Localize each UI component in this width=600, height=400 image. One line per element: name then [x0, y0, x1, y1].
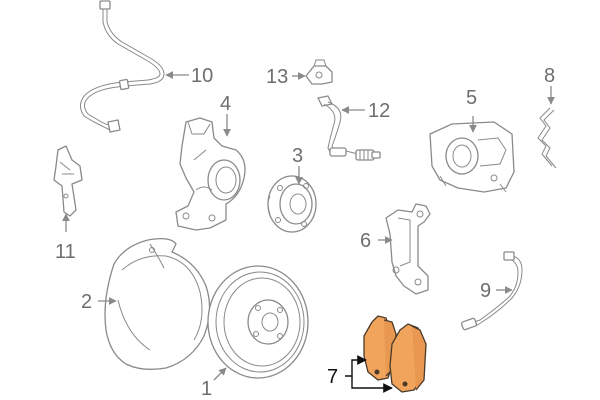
- callout-11-label: 11: [55, 241, 76, 263]
- callout-9: 9: [480, 280, 513, 302]
- part-wheel-hub: [267, 175, 317, 233]
- callout-11: 11: [55, 213, 76, 263]
- callout-13-label: 13: [266, 66, 288, 88]
- callout-2-label: 2: [81, 291, 92, 313]
- part-splash-shield: [104, 238, 211, 370]
- callout-3: 3: [292, 145, 303, 185]
- callout-10-label: 10: [191, 65, 213, 87]
- part-brake-pads: [363, 315, 427, 393]
- callout-10: 10: [165, 65, 213, 87]
- part-steering-knuckle: [175, 117, 246, 231]
- callout-4: 4: [220, 93, 231, 137]
- callout-7-label: 7: [327, 366, 338, 388]
- part-pad-wear-sensor: [460, 251, 523, 331]
- callout-5-label: 5: [466, 87, 477, 109]
- callout-6-label: 6: [360, 230, 371, 252]
- part-abs-sensor-cable: [80, 0, 165, 133]
- callout-8-label: 8: [544, 65, 555, 87]
- part-brake-disc: [207, 265, 309, 379]
- callout-13: 13: [266, 66, 306, 88]
- callout-2: 2: [81, 291, 117, 313]
- callout-5: 5: [466, 87, 477, 133]
- callout-3-label: 3: [292, 145, 303, 167]
- callout-8: 8: [544, 65, 555, 105]
- callout-1-label: 1: [201, 378, 212, 400]
- callout-7: 7: [327, 355, 393, 393]
- part-caliper-carrier: [385, 203, 431, 295]
- part-retaining-bracket-11: [53, 145, 83, 217]
- part-brake-caliper: [429, 121, 515, 193]
- part-brake-hose: [317, 95, 381, 161]
- part-clip-13: [305, 59, 333, 85]
- callout-12-label: 12: [368, 100, 390, 122]
- callout-1: 1: [201, 367, 227, 400]
- callout-6: 6: [360, 230, 393, 252]
- callout-9-label: 9: [480, 280, 491, 302]
- callout-4-label: 4: [220, 93, 231, 115]
- part-anti-rattle-spring: [537, 107, 557, 169]
- callout-12: 12: [341, 100, 390, 122]
